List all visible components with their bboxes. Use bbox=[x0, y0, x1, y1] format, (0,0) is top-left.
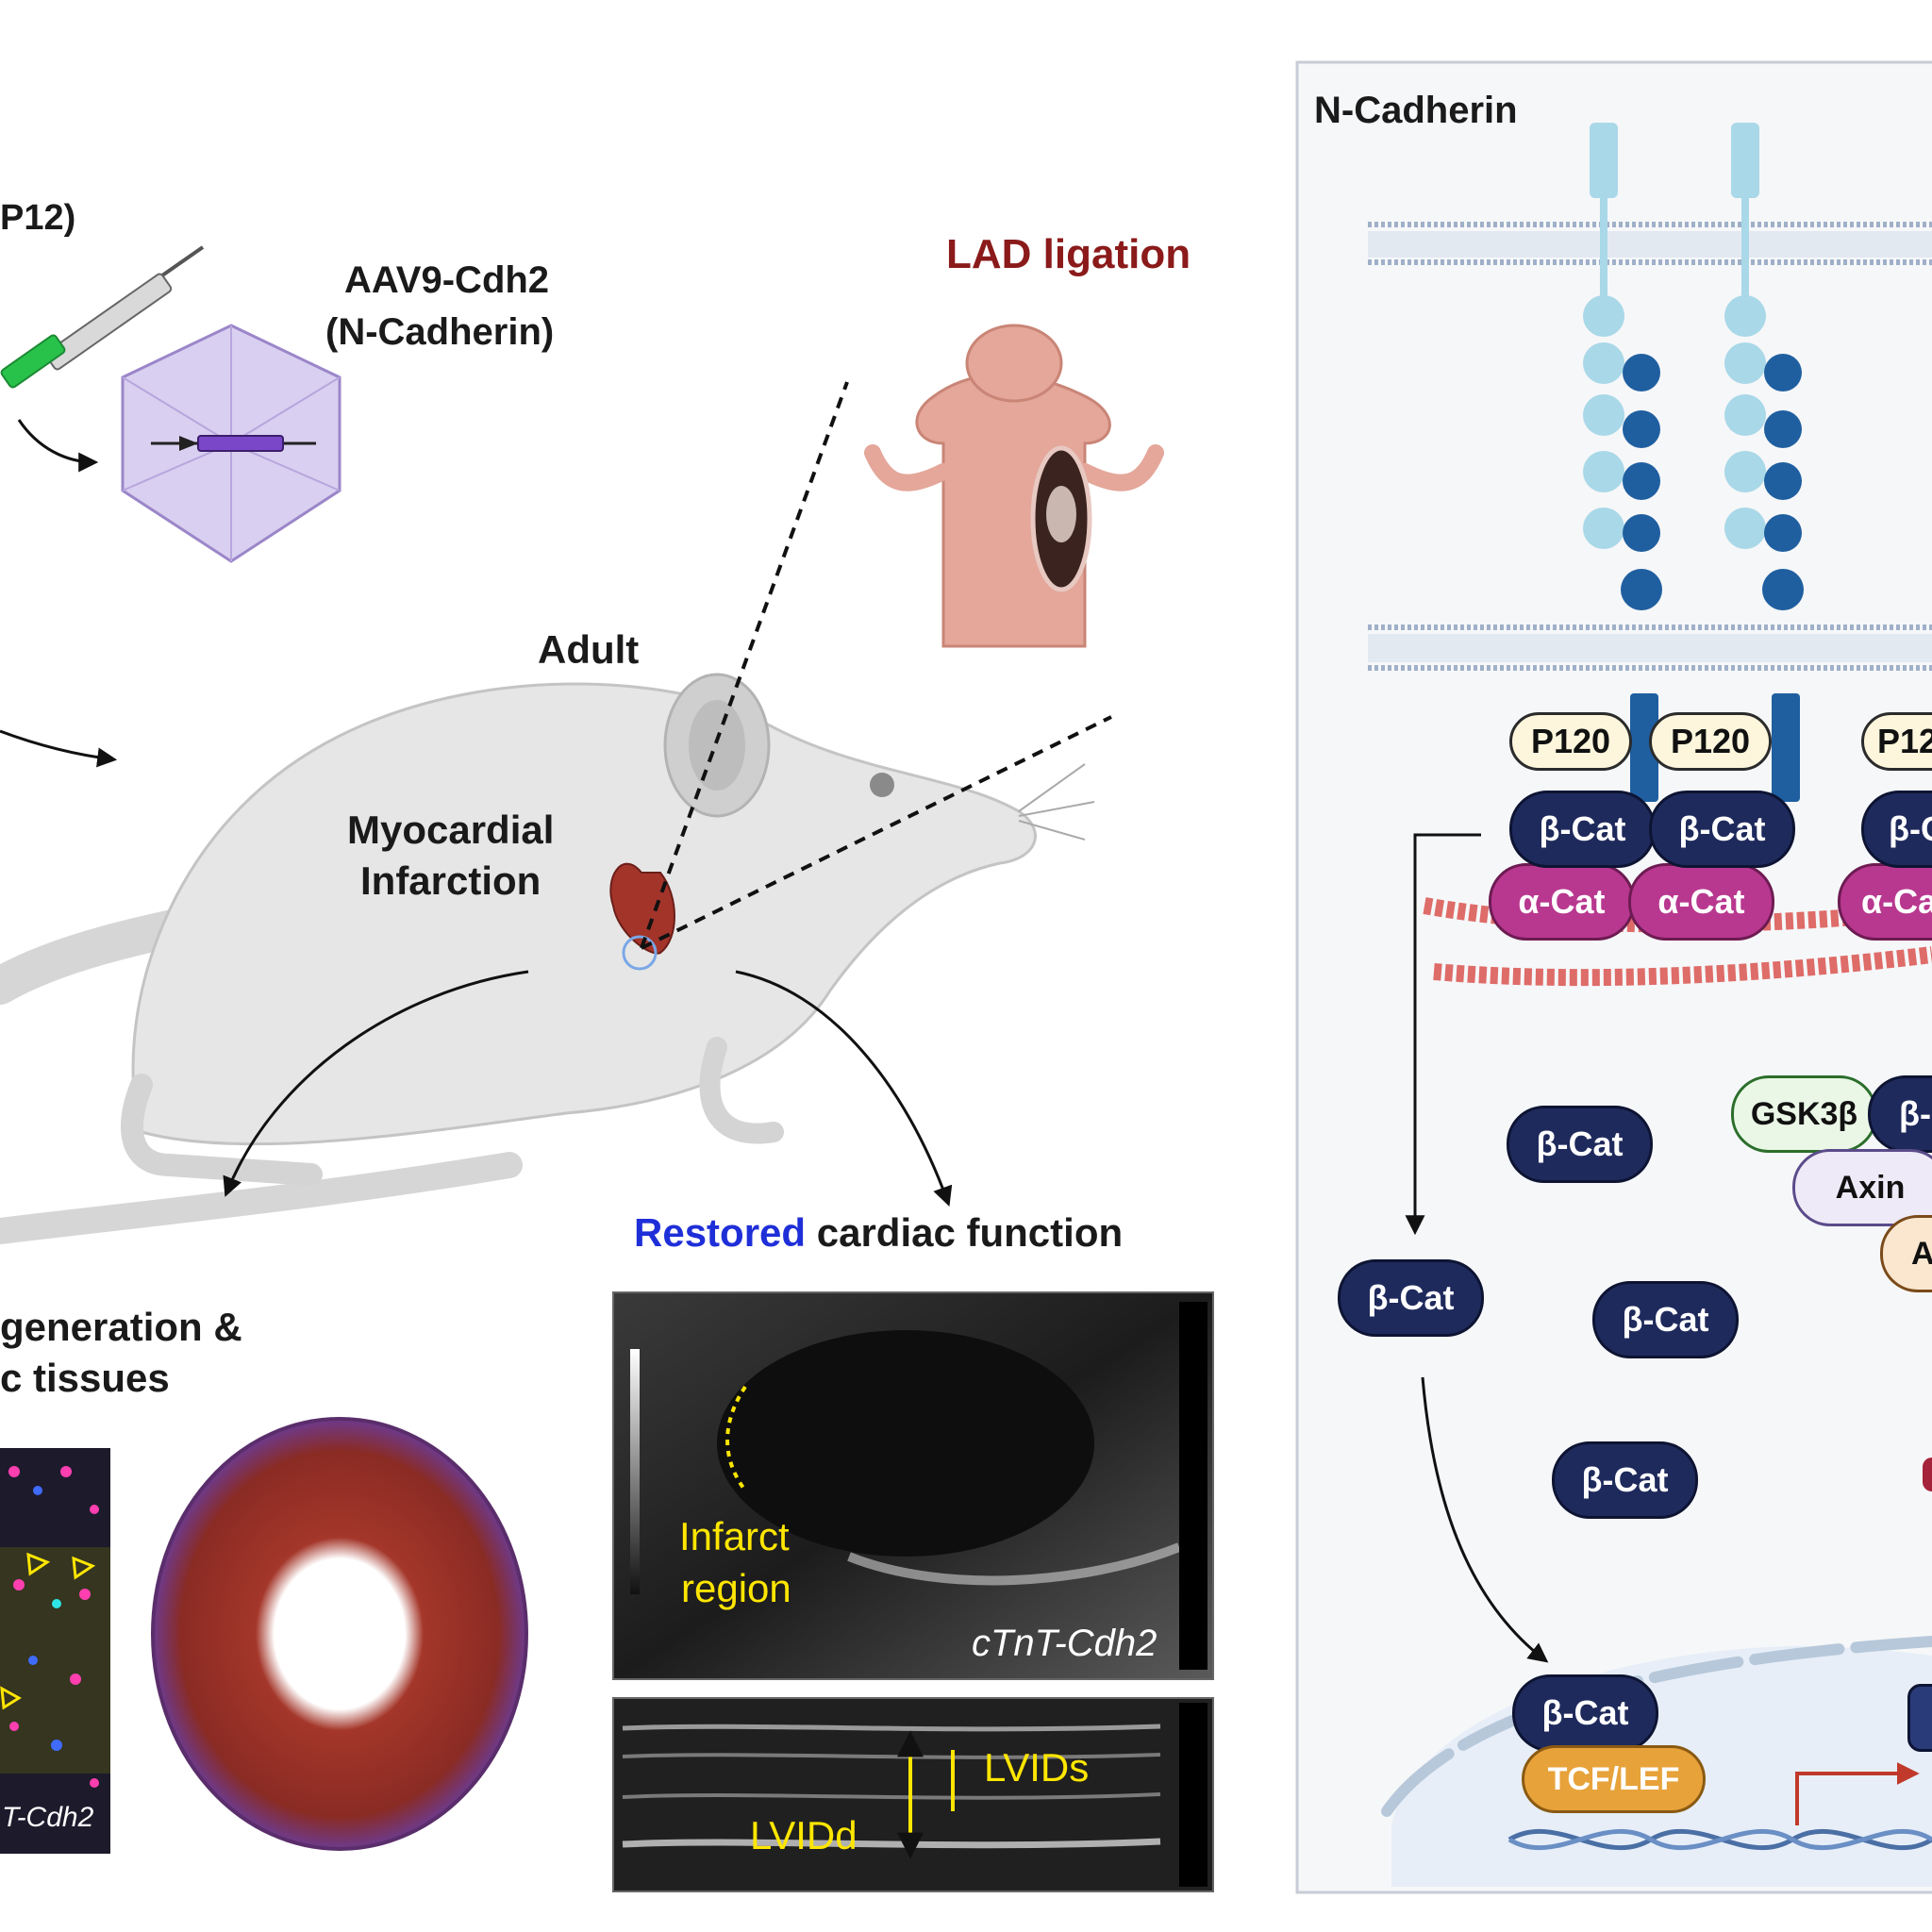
arrow-to-echo bbox=[735, 970, 953, 1207]
pathway-panel bbox=[1295, 60, 1932, 1894]
nuclear-import-arrow bbox=[1421, 1376, 1549, 1663]
adult-label: Adult bbox=[538, 627, 640, 672]
cadherin-molecule-2 bbox=[1724, 123, 1804, 802]
echo-bmode-image bbox=[612, 1291, 1214, 1680]
lad-surgery-mouse-icon bbox=[864, 324, 1164, 648]
arrow-to-histology bbox=[223, 970, 529, 1197]
lvids-label: LVIDs bbox=[984, 1745, 1090, 1790]
beta-cat-node-membrane-2: β-Cat bbox=[1649, 791, 1795, 868]
beta-cat-node-nuclear: β-Cat bbox=[1512, 1674, 1658, 1752]
vector-label-line1: AAV9-Cdh2 bbox=[344, 259, 550, 301]
beta-cat-node-complex: β- bbox=[1868, 1075, 1932, 1153]
adult-arrow bbox=[0, 729, 118, 768]
gsk3b-node: GSK3β bbox=[1731, 1075, 1877, 1153]
beta-cat-node-membrane-3: β-C bbox=[1861, 791, 1932, 868]
p120-node-1: P120 bbox=[1509, 712, 1632, 771]
heart-section-image bbox=[151, 1417, 528, 1851]
mi-label-line1: Myocardial bbox=[347, 808, 555, 852]
zoom-line-bottom bbox=[641, 715, 1112, 950]
zoom-line-top bbox=[640, 381, 849, 949]
cadherin-molecule-1 bbox=[1583, 123, 1662, 802]
transcription-arrow bbox=[1795, 1762, 1920, 1825]
cyto-partial-node bbox=[1923, 1457, 1932, 1491]
beta-cat-node-cyto-3: β-Cat bbox=[1592, 1281, 1739, 1358]
p120-node-2: P120 bbox=[1649, 712, 1772, 771]
timepoint-label: P12) bbox=[0, 198, 76, 238]
alpha-cat-node-2: α-Cat bbox=[1628, 863, 1774, 941]
lad-ligation-label: LAD ligation bbox=[946, 231, 1191, 277]
vector-label-line2: (N-Cadherin) bbox=[325, 311, 555, 353]
alpha-cat-node-1: α-Cat bbox=[1489, 863, 1635, 941]
syringe-icon bbox=[0, 245, 205, 389]
beta-cat-node-cyto-2: β-Cat bbox=[1338, 1259, 1484, 1337]
heart-focus-circle bbox=[622, 935, 658, 971]
infarct-label-line2: region bbox=[681, 1566, 791, 1610]
nuclear-partial-node bbox=[1907, 1684, 1932, 1752]
lvidd-label: LVIDd bbox=[750, 1813, 858, 1857]
aav-capsid-icon bbox=[121, 324, 341, 563]
restored-word: Restored bbox=[634, 1210, 807, 1255]
beta-cat-node-membrane-1: β-Cat bbox=[1509, 791, 1656, 868]
echo-caption: cTnT-Cdh2 bbox=[972, 1623, 1158, 1664]
micrograph-caption: T-Cdh2 bbox=[2, 1802, 94, 1833]
restored-function-label: Restored cardiac function bbox=[634, 1210, 1123, 1256]
cell-membrane-bottom bbox=[1368, 625, 1932, 671]
beta-cat-node-cyto-4: β-Cat bbox=[1552, 1441, 1698, 1519]
infarct-label-line1: Infarct bbox=[679, 1514, 790, 1558]
mi-label-line2: Infarction bbox=[360, 858, 541, 903]
cell-membrane-top bbox=[1368, 222, 1932, 265]
injection-arrow bbox=[17, 419, 99, 473]
echo-mmode-image bbox=[612, 1697, 1214, 1892]
mouse-icon bbox=[0, 673, 1095, 1244]
restored-rest: cardiac function bbox=[816, 1210, 1124, 1255]
alpha-cat-node-3: α-Ca bbox=[1838, 863, 1932, 941]
dna-helix-icon bbox=[1507, 1828, 1932, 1851]
panel-title: N-Cadherin bbox=[1314, 90, 1518, 131]
outcome-label-line1: generation & bbox=[0, 1305, 242, 1349]
release-arrow bbox=[1405, 833, 1481, 1236]
tcf-lef-node: TCF/LEF bbox=[1522, 1745, 1706, 1813]
beta-cat-node-cyto-1: β-Cat bbox=[1507, 1106, 1653, 1183]
p120-node-3: P12 bbox=[1861, 712, 1932, 771]
axin-node: Axin bbox=[1792, 1149, 1932, 1226]
outcome-label-line2: c tissues bbox=[0, 1356, 170, 1400]
fluorescence-micrograph bbox=[0, 1448, 110, 1854]
